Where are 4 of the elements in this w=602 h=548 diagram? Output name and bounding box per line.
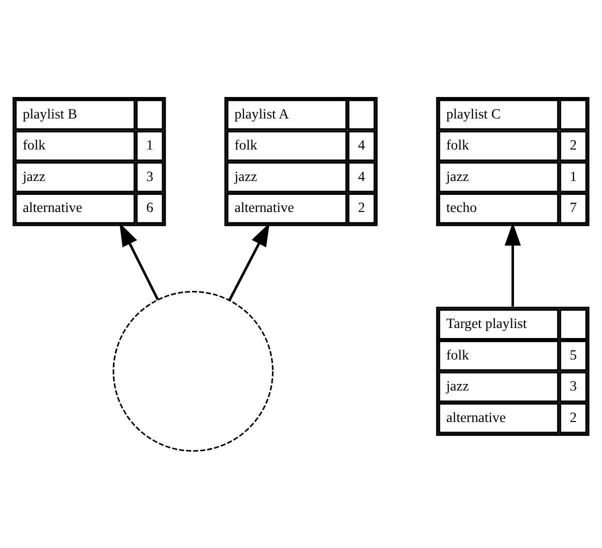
arrow [119, 222, 159, 300]
arrow [504, 222, 521, 307]
arrow [228, 222, 270, 301]
node-circle [112, 290, 274, 452]
